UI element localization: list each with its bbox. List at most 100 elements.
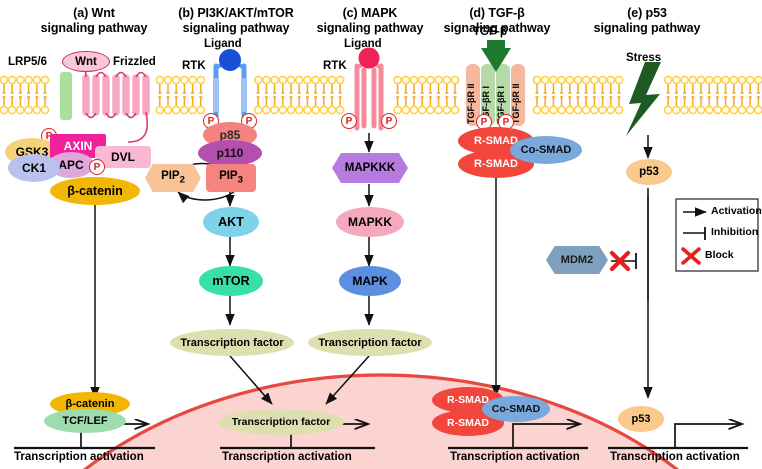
phospho-mapk-left-label: P — [345, 115, 353, 127]
title-mapk: (c) MAPK signaling pathway — [295, 6, 445, 36]
phospho-rtk-right-label: P — [245, 115, 253, 127]
membrane-phospholipid-heads — [0, 75, 762, 115]
title-mapk-line2: signaling pathway — [316, 21, 424, 35]
cosmad-label: Co-SMAD — [520, 144, 572, 156]
title-p53-line2: signaling pathway — [593, 21, 701, 35]
tgfb-ligand-label: TGF-β — [473, 26, 507, 38]
phospho-mapk-left-icon: P — [341, 113, 357, 129]
pi3k-rtk-label: RTK — [182, 60, 206, 72]
phospho-mapk-right-icon: P — [381, 113, 397, 129]
apc-label: APC — [58, 158, 84, 172]
block-x-icon — [609, 250, 631, 272]
p53-node: p53 — [626, 159, 672, 185]
stress-label: Stress — [626, 52, 662, 64]
title-pi3k: (b) PI3K/AKT/mTOR signaling pathway — [152, 6, 320, 36]
nucleus-p53-label: p53 — [631, 413, 651, 425]
mapk-rtk-label: RTK — [323, 60, 347, 72]
phospho-dvl-icon: P — [89, 159, 105, 175]
mtor-node: mTOR — [199, 266, 263, 296]
pip3-node: PIP3 — [206, 164, 256, 192]
nucleus-rsmad-top-label: R-SMAD — [447, 394, 489, 406]
tgfb-receptor-graphics — [466, 40, 525, 126]
ck1-label: CK1 — [21, 161, 46, 175]
axin-label: AXIN — [63, 139, 93, 153]
p85-label: p85 — [219, 128, 241, 142]
wnt-receptor-graphics — [60, 59, 150, 143]
stress-lightning-icon — [626, 62, 661, 136]
legend-activation-label: Activation — [711, 205, 762, 217]
pip2-label: PIP2 — [161, 170, 185, 186]
legend-inhibition-bar — [683, 227, 706, 240]
wnt-transcription-caption: Transcription activation — [14, 451, 144, 463]
ck1-node: CK1 — [8, 154, 60, 182]
mdm2-node: MDM2 — [546, 246, 608, 274]
rsmad-top-label: R-SMAD — [474, 135, 518, 147]
mapkk-node: MAPKK — [336, 207, 404, 237]
akt-label: AKT — [218, 215, 244, 229]
smad-transcription-caption: Transcription activation — [450, 451, 580, 463]
phospho-dvl-label: P — [93, 161, 101, 173]
nucleus-tcflef-node: TCF/LEF — [44, 409, 126, 433]
title-p53: (e) p53 signaling pathway — [572, 6, 722, 36]
mapk-node: MAPK — [339, 266, 401, 296]
mid-transcription-caption: Transcription activation — [222, 451, 352, 463]
pi3k-tf-node: Transcription factor — [170, 329, 294, 356]
nucleus-cosmad-node: Co-SMAD — [482, 396, 550, 422]
title-tgfb: (d) TGF-β signaling pathway — [422, 6, 572, 36]
akt-node: AKT — [203, 207, 259, 237]
p53-transcription-caption: Transcription activation — [610, 451, 740, 463]
cosmad-node: Co-SMAD — [510, 136, 582, 164]
wnt-ligand: Wnt — [62, 51, 110, 72]
beta-catenin-label: β-catenin — [67, 184, 123, 198]
phospho-tgfb-left-label: P — [480, 116, 488, 128]
mdm2-label: MDM2 — [560, 254, 594, 266]
nucleus-cosmad-label: Co-SMAD — [491, 403, 541, 415]
title-wnt-line2: signaling pathway — [40, 21, 148, 35]
plasma-membrane — [2, 83, 760, 107]
mapkkk-label: MAPKKK — [344, 162, 396, 174]
mapk-label: MAPK — [352, 274, 388, 288]
mapkkk-node: MAPKKK — [332, 153, 408, 183]
title-pi3k-line1: (b) PI3K/AKT/mTOR — [178, 6, 294, 20]
title-p53-line1: (e) p53 — [627, 6, 667, 20]
nucleus-beta-catenin-label: β-catenin — [65, 398, 115, 410]
rsmad-bottom-label: R-SMAD — [474, 158, 518, 170]
promoter-arrows — [14, 424, 748, 450]
legend-block-x-icon — [681, 247, 701, 265]
legend-inhibition-label: Inhibition — [711, 226, 759, 238]
nucleus-tcflef-label: TCF/LEF — [62, 415, 108, 427]
dvl-label: DVL — [111, 150, 135, 164]
mapkk-label: MAPKK — [348, 215, 392, 229]
pi3k-ligand-label: Ligand — [204, 38, 242, 50]
mapk-connectors — [325, 133, 374, 405]
nucleus-mid-tf-node: Transcription factor — [218, 409, 344, 435]
pip2-sub: 2 — [179, 174, 185, 186]
nucleus-mid-tf-label: Transcription factor — [231, 416, 331, 428]
mapk-ligand-label: Ligand — [344, 38, 382, 50]
nucleus-rsmad-bottom-label: R-SMAD — [447, 417, 489, 429]
pi3k-tf-label: Transcription factor — [180, 336, 284, 349]
p110-node: p110 — [198, 140, 262, 166]
phospho-rtk-left-label: P — [207, 115, 215, 127]
title-tgfb-line1: (d) TGF-β — [469, 6, 525, 20]
wnt-ligand-label: Wnt — [75, 55, 97, 68]
title-wnt-line1: (a) Wnt — [73, 6, 115, 20]
phospho-tgfb-right-icon: P — [498, 114, 514, 130]
lrp56-label: LRP5/6 — [8, 56, 47, 68]
phospho-mapk-right-label: P — [385, 115, 393, 127]
pip3-sub: 3 — [237, 174, 243, 186]
rtk-blue-graphics — [213, 49, 247, 125]
title-mapk-line1: (c) MAPK — [342, 6, 398, 20]
pip3-label: PIP3 — [219, 170, 243, 186]
beta-catenin-node: β-catenin — [50, 177, 140, 205]
mapk-tf-node: Transcription factor — [308, 329, 432, 356]
phospho-wnt-label: P — [45, 130, 53, 142]
rtk-red-graphics — [354, 47, 384, 131]
phospho-tgfb-right-label: P — [502, 116, 510, 128]
pip2-node: PIP2 — [145, 164, 201, 192]
title-pi3k-line2: signaling pathway — [182, 21, 290, 35]
frizzled-label: Frizzled — [113, 56, 156, 68]
legend-block-label: Block — [705, 249, 734, 261]
p110-label: p110 — [216, 146, 244, 160]
